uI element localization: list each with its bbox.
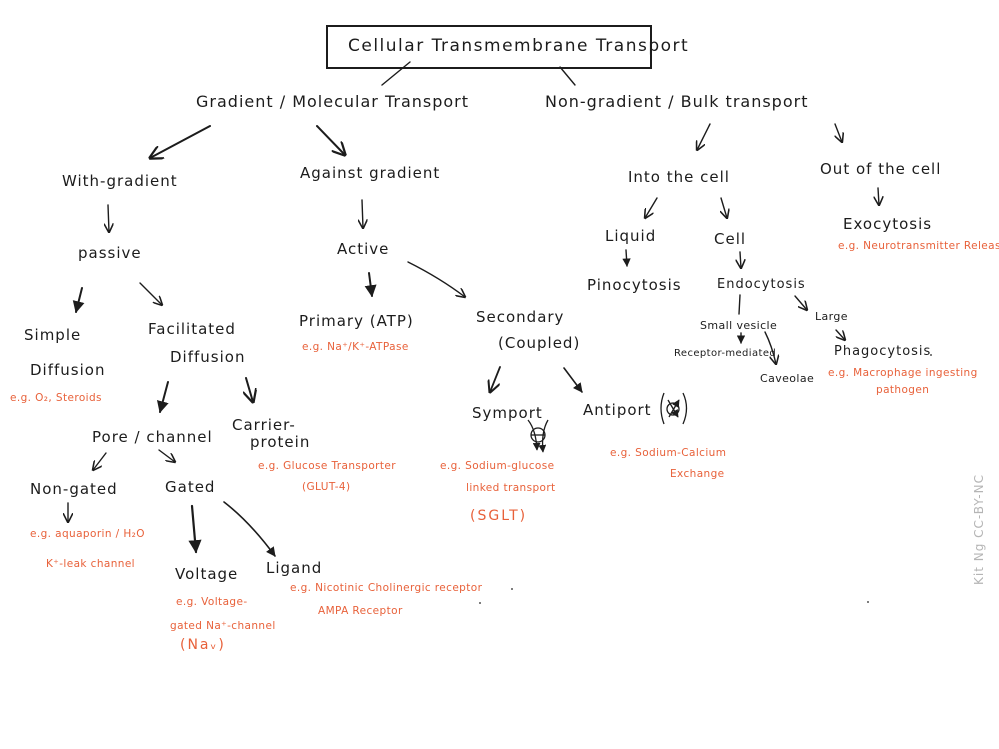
node-small-vesicle: Small vesicle	[700, 319, 778, 332]
node-phagocytosis: Phagocytosis	[834, 344, 932, 359]
node-receptor-mediated: Receptor-mediated	[674, 348, 777, 359]
node-passive: passive	[78, 244, 142, 262]
example-non-gated-line1: e.g. aquaporin / H₂O	[30, 528, 145, 540]
node-simple-diffusion-line1: Simple	[24, 326, 82, 344]
node-symport: Symport	[472, 404, 543, 422]
example-exocytosis: e.g. Neurotransmitter Release	[838, 240, 999, 252]
example-symport-line2: linked transport	[466, 482, 556, 494]
ink-dots	[479, 354, 932, 604]
example-simple-diffusion: e.g. O₂, Steroids	[10, 392, 102, 404]
node-pore-channel: Pore / channel	[92, 428, 213, 446]
node-secondary-line1: Secondary	[476, 308, 565, 326]
node-pinocytosis: Pinocytosis	[587, 276, 682, 294]
node-carrier-line1: Carrier-	[232, 416, 296, 434]
edge-small-caveolae	[764, 331, 776, 364]
node-antiport: Antiport	[583, 401, 652, 419]
edge-endo-large	[794, 295, 807, 310]
edge-title-gradient	[381, 61, 411, 86]
edge-out-exocytosis	[878, 187, 879, 205]
node-cell: Cell	[714, 230, 747, 248]
edge-secondary-symport	[490, 366, 501, 392]
antiporter-icon	[660, 392, 688, 425]
node-endocytosis: Endocytosis	[717, 277, 806, 292]
node-with-gradient: With-gradient	[62, 172, 178, 190]
edge-gated-voltage	[188, 504, 202, 554]
symporter-icon	[527, 419, 549, 453]
edge-bulk-out	[835, 123, 842, 142]
edge-pore-nongated	[93, 452, 107, 470]
node-out-of-cell: Out of the cell	[820, 160, 942, 178]
edge-passive-simple	[72, 287, 85, 314]
edge-gated-ligand	[223, 501, 276, 557]
example-primary: e.g. Na⁺/K⁺-ATPase	[302, 341, 409, 353]
node-carrier-line2: protein	[250, 433, 311, 451]
edge-title-nongradient	[559, 66, 576, 86]
example-phagocytosis-line1: e.g. Macrophage ingesting	[828, 367, 978, 379]
edge-secondary-antiport	[563, 367, 583, 393]
edge-with-passive	[108, 204, 109, 232]
node-exocytosis: Exocytosis	[843, 215, 933, 233]
page-title: Cellular Transmembrane Transport	[348, 36, 690, 56]
node-large: Large	[815, 310, 848, 323]
example-ligand-line2: AMPA Receptor	[318, 605, 403, 617]
edge-into-liquid	[645, 197, 658, 218]
example-symport-line3: (SGLT)	[470, 508, 528, 524]
example-voltage-line3: (Naᵥ)	[180, 637, 226, 653]
node-gated: Gated	[165, 478, 216, 496]
node-ligand: Ligand	[266, 559, 323, 577]
example-phagocytosis-line2: pathogen	[876, 384, 930, 396]
edge-gradient-with	[150, 125, 211, 158]
node-secondary-line2: (Coupled)	[498, 334, 581, 352]
node-gradient-transport: Gradient / Molecular Transport	[196, 92, 470, 111]
example-carrier-line1: e.g. Glucose Transporter	[258, 460, 396, 472]
edge-passive-facilitated	[139, 282, 162, 305]
edge-liquid-pinocytosis	[622, 249, 631, 267]
edge-endo-small	[738, 294, 741, 315]
edge-active-primary	[364, 272, 377, 298]
edge-bulk-into	[697, 123, 711, 150]
edge-against-active	[362, 199, 363, 228]
node-primary: Primary (ATP)	[299, 312, 414, 330]
title-box	[326, 25, 652, 69]
example-ligand-line1: e.g. Nicotinic Cholinergic receptor	[290, 582, 483, 594]
edge-pore-gated	[158, 449, 175, 462]
edge-facilitated-pore	[156, 381, 169, 414]
edge-active-secondary	[407, 261, 465, 297]
example-carrier-line2: (GLUT-4)	[302, 481, 351, 493]
example-non-gated-line2: K⁺-leak channel	[46, 558, 135, 570]
node-caveolae: Caveolae	[760, 372, 815, 385]
node-bulk-transport: Non-gradient / Bulk transport	[545, 92, 809, 111]
node-into-cell: Into the cell	[628, 168, 730, 186]
node-facilitated-line2: Diffusion	[170, 348, 246, 366]
node-voltage: Voltage	[175, 565, 239, 583]
edge-gradient-against	[316, 125, 345, 155]
edge-facilitated-carrier	[246, 377, 253, 402]
edge-cell-endocytosis	[740, 251, 741, 268]
node-simple-diffusion-line2: Diffusion	[30, 361, 106, 379]
example-antiport-line1: e.g. Sodium-Calcium	[610, 447, 727, 459]
example-symport-line1: e.g. Sodium-glucose	[440, 460, 555, 472]
node-active: Active	[337, 240, 390, 258]
node-liquid: Liquid	[605, 227, 657, 245]
edge-into-cell	[721, 197, 727, 218]
credit-text: Kit Ng CC-BY-NC	[972, 474, 986, 585]
node-against-gradient: Against gradient	[300, 164, 441, 182]
node-non-gated: Non-gated	[30, 480, 118, 498]
example-antiport-line2: Exchange	[670, 468, 725, 480]
example-voltage-line1: e.g. Voltage-	[176, 596, 248, 608]
edge-large-phago	[835, 329, 845, 340]
example-voltage-line2: gated Na⁺-channel	[170, 620, 276, 632]
node-facilitated-line1: Facilitated	[148, 320, 236, 338]
